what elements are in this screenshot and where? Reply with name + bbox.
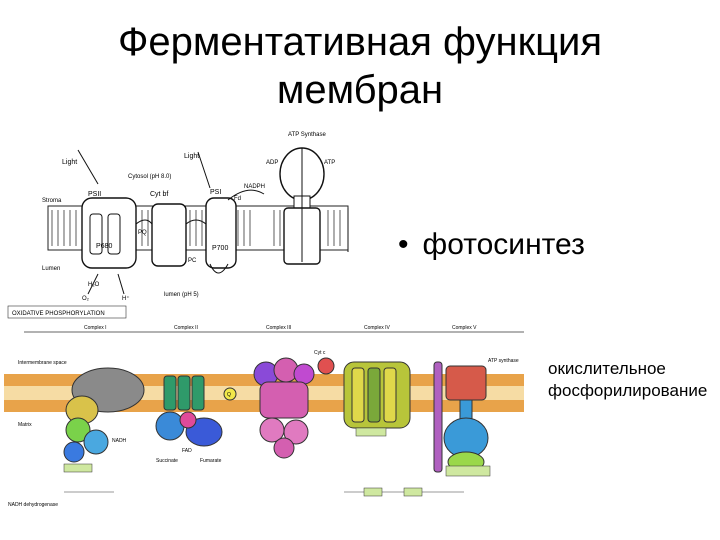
nadph-label: NADPH — [244, 184, 265, 190]
title-line-1: Ферментативная функция — [118, 20, 602, 64]
succinate-label: Succinate — [156, 458, 178, 464]
bullet-marker: • — [398, 228, 409, 261]
p680-label: P680 — [96, 243, 112, 250]
p700-label: P700 — [212, 245, 228, 252]
title-line-2: мембран — [276, 68, 444, 112]
nadh-label: NADH — [112, 438, 127, 444]
atp-synthase-ox-label: ATP synthase — [488, 358, 519, 364]
lumen-ph-label: lumen (pH 5) — [164, 292, 199, 298]
light-label-1: Light — [62, 159, 77, 166]
matrix-label: Matrix — [18, 422, 32, 428]
oxphos-caption: окислительное фосфорилирование — [548, 358, 707, 402]
complex4-label: Complex IV — [364, 325, 391, 331]
oxphos-caption-line-1: окислительное — [548, 359, 666, 378]
complex-v — [433, 361, 491, 477]
ubiquinone — [223, 387, 237, 401]
o2-label: O₂ — [82, 296, 90, 302]
adp-label: ADP — [266, 160, 278, 166]
complex3-label: Complex III — [266, 325, 291, 331]
atp-synthase — [279, 147, 325, 265]
cytb6f-complex — [151, 203, 187, 267]
complex-iv — [343, 361, 411, 437]
complex5-label: Complex V — [452, 325, 477, 331]
bullet-photosynthesis-text: фотосинтез — [422, 228, 585, 261]
cytochrome-c — [317, 357, 335, 375]
complex-i — [63, 367, 145, 473]
complex-iii — [253, 357, 315, 459]
psii-label: PSII — [88, 191, 101, 198]
oxphos-caption-line-2: фосфорилирование — [548, 381, 708, 400]
complex1-label: Complex I — [84, 325, 107, 331]
complex-ii — [155, 375, 223, 447]
stroma-label: Stroma — [42, 198, 62, 204]
psi-complex — [205, 197, 237, 269]
psi-label: PSI — [210, 189, 221, 196]
q-label: Q — [227, 392, 231, 398]
intermembrane-label: Intermembrane space — [18, 360, 67, 366]
light-label-2: Light — [184, 153, 199, 160]
oxphos-header: OXIDATIVE PHOSPHORYLATION — [12, 311, 105, 317]
photosynthesis-diagram: Light Light ATP Synthase Cytosol (pH 8.0… — [42, 132, 349, 302]
atp-label: ATP — [324, 160, 335, 166]
bullet-photosynthesis: • фотосинтез — [398, 228, 585, 262]
pq-label: PQ — [138, 230, 147, 236]
complex2-label: Complex II — [174, 325, 198, 331]
slide-title: Ферментативная функция мембран — [0, 18, 720, 114]
h2o-label: H₂O — [88, 282, 100, 288]
fad-label: FAD — [182, 448, 192, 454]
pc-label: PC — [188, 258, 197, 264]
h-plus-label: H⁺ — [122, 295, 130, 302]
cytc-label: Cyt c — [314, 350, 326, 356]
oxphos-diagram: OXIDATIVE PHOSPHORYLATION Complex I Comp… — [4, 302, 544, 512]
lumen-label: Lumen — [42, 266, 60, 272]
oxphos-footer: NADH dehydrogenase — [8, 502, 58, 508]
cytosol-label: Cytosol (pH 8.0) — [128, 174, 171, 180]
cytb6f-label: Cyt bf — [150, 191, 168, 198]
fumarate-label: Fumarate — [200, 458, 222, 464]
atp-synthase-label: ATP Synthase — [288, 132, 326, 138]
fd-label: Fd — [234, 196, 241, 202]
